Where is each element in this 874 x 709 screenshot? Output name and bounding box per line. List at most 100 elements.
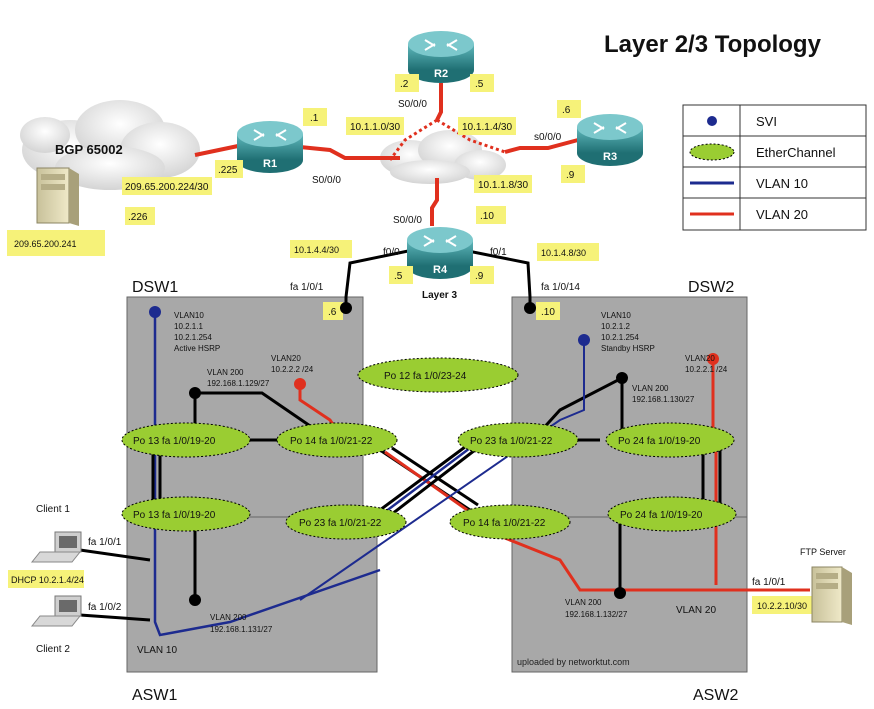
- po23-bot-label: Po 23 fa 1/0/21-22: [299, 518, 382, 529]
- r4-router-icon: [407, 227, 473, 279]
- dsw2-vlan20-svi-icon: [707, 353, 719, 365]
- r3-ip6: .6: [562, 105, 571, 116]
- r3-ip9: .9: [566, 170, 575, 181]
- dsw1-fa: fa 1/0/1: [290, 282, 324, 293]
- dsw2-uplink-port-icon: [524, 302, 536, 314]
- dsw2-name: DSW2: [688, 279, 734, 296]
- dsw2-ip2: 10.2.1.254: [601, 333, 639, 342]
- r4-ip9: .9: [475, 271, 484, 282]
- asw2-vlan200-svi-icon: [614, 587, 626, 599]
- dsw1-vlan10: VLAN10: [174, 311, 204, 320]
- internet-server-icon: [36, 167, 79, 226]
- legend-etherchannel-icon: [689, 143, 735, 161]
- po23-top-label: Po 23 fa 1/0/21-22: [470, 436, 553, 447]
- r2-serial: S0/0/0: [398, 99, 427, 110]
- ftp-name: FTP Server: [800, 547, 846, 557]
- ftp-port: fa 1/0/1: [752, 577, 786, 588]
- dsw1-vlan200-ip: 192.168.1.129/27: [207, 379, 270, 388]
- dsw2-vlan20-ip: 10.2.2.1 /24: [685, 365, 728, 374]
- dsw1-vlan200: VLAN 200: [207, 368, 244, 377]
- po14-top-label: Po 14 fa 1/0/21-22: [290, 436, 373, 447]
- dsw2-vlan20: VLAN20: [685, 354, 715, 363]
- bgp-label: BGP 65002: [55, 142, 123, 157]
- po13-top-label: Po 13 fa 1/0/19-20: [133, 436, 216, 447]
- dsw2-ip10: .10: [541, 307, 555, 318]
- asw2-box: [511, 516, 748, 673]
- po24-top-label: Po 24 fa 1/0/19-20: [618, 436, 701, 447]
- net-r4-dsw1: 10.1.4.4/30: [294, 245, 339, 255]
- po13-bot-label: Po 13 fa 1/0/19-20: [133, 510, 216, 521]
- r1-ip: .1: [310, 113, 319, 124]
- r2-router-icon: [408, 31, 474, 83]
- ip-notes: [7, 74, 816, 614]
- r4-ip5: .5: [394, 271, 403, 282]
- dsw1-box: [126, 296, 364, 518]
- client2-icon: [30, 595, 82, 627]
- dsw2-vlan10-svi-icon: [578, 334, 590, 346]
- legend-vlan20: VLAN 20: [756, 207, 808, 222]
- po24-bot-label: Po 24 fa 1/0/19-20: [620, 510, 703, 521]
- asw2-vlan20: VLAN 20: [676, 605, 716, 616]
- asw1-vlan200-svi-icon: [189, 594, 201, 606]
- asw2-footer: uploaded by networktut.com: [517, 657, 630, 667]
- r2-right-ip: .5: [475, 79, 484, 90]
- ftp-server-icon: [811, 566, 852, 625]
- r1-label: R1: [263, 158, 277, 170]
- legend-svi-icon: [707, 116, 717, 126]
- r4-serial: S0/0/0: [393, 215, 422, 226]
- r2-label: R2: [434, 68, 448, 80]
- legend-etherchannel: EtherChannel: [756, 145, 836, 160]
- legend: [682, 104, 867, 231]
- r4-f01: f0/1: [490, 247, 507, 258]
- dsw2-fa: fa 1/0/14: [541, 282, 580, 293]
- dsw1-ip1: 10.2.1.1: [174, 322, 203, 331]
- dsw2-vlan200: VLAN 200: [632, 384, 669, 393]
- legend-svi: SVI: [756, 114, 777, 129]
- dsw2-vlan200-svi-icon: [616, 372, 628, 384]
- asw2-name: ASW2: [693, 687, 738, 704]
- dsw1-vlan20-svi-icon: [294, 378, 306, 390]
- center-cloud: [380, 130, 506, 184]
- etherchannel-ovals: [121, 357, 737, 540]
- dsw1-ip2: 10.2.1.254: [174, 333, 212, 342]
- r4-ip10: .10: [480, 211, 494, 222]
- po12-label: Po 12 fa 1/0/23-24: [384, 371, 467, 382]
- legend-vlan10: VLAN 10: [756, 176, 808, 191]
- asw1-vlan200: VLAN 200: [210, 613, 247, 622]
- dsw2-box: [511, 296, 748, 518]
- client2-label: Client 2: [36, 644, 70, 655]
- asw1-name: ASW1: [132, 687, 177, 704]
- dsw1-vlan200-svi-icon: [189, 387, 201, 399]
- asw1-vlan10: VLAN 10: [137, 645, 177, 656]
- net-r1r2: 10.1.1.0/30: [350, 122, 400, 133]
- r3-router-icon: [577, 114, 643, 166]
- dsw1-uplink-port-icon: [340, 302, 352, 314]
- asw1-box: [126, 516, 378, 673]
- bgp-cloud: [20, 100, 200, 190]
- layer3-label: Layer 3: [422, 290, 457, 301]
- r1-serial: S0/0/0: [312, 175, 341, 186]
- dsw1-ip6: .6: [328, 307, 337, 318]
- dsw1-vlan20: VLAN20: [271, 354, 301, 363]
- dsw2-ip1: 10.2.1.2: [601, 322, 630, 331]
- po14-bot-label: Po 14 fa 1/0/21-22: [463, 518, 546, 529]
- dsw2-vlan10: VLAN10: [601, 311, 631, 320]
- net-r4-dsw2: 10.1.4.8/30: [541, 248, 586, 258]
- dsw1-vlan20-ip: 10.2.2.2 /24: [271, 365, 314, 374]
- r2-left-ip: .2: [400, 79, 409, 90]
- net-r3r4: 10.1.1.8/30: [478, 180, 528, 191]
- diagram-title: Layer 2/3 Topology: [604, 31, 822, 58]
- dhcp-label: DHCP 10.2.1.4/24: [11, 575, 84, 585]
- wan-net: 209.65.200.224/30: [125, 182, 209, 193]
- asw2-vlan200-ip: 192.168.1.132/27: [565, 610, 628, 619]
- r4-f00: f0/0: [383, 247, 400, 258]
- isp-ip: .226: [128, 212, 148, 223]
- asw1-vlan200-ip: 192.168.1.131/27: [210, 625, 273, 634]
- server-ip: 209.65.200.241: [14, 239, 77, 249]
- client2-port: fa 1/0/2: [88, 602, 122, 613]
- client1-label: Client 1: [36, 504, 70, 515]
- asw2-vlan200: VLAN 200: [565, 598, 602, 607]
- dsw1-name: DSW1: [132, 279, 178, 296]
- net-r2r3: 10.1.1.4/30: [462, 122, 512, 133]
